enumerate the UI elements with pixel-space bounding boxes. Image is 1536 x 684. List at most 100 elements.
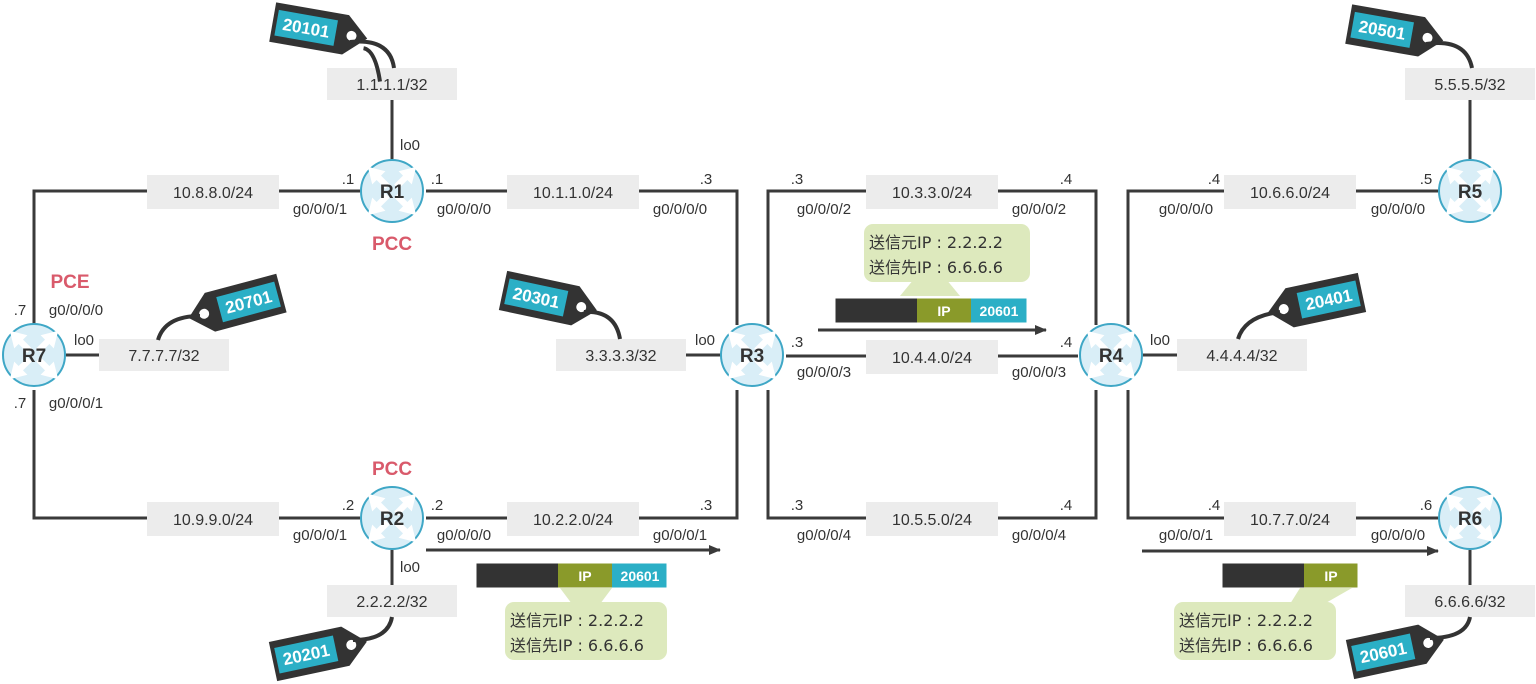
role-labels: PCC PCC PCE [50, 234, 412, 480]
packet-ip-label: IP [1324, 568, 1337, 584]
host-label: .3 [791, 334, 804, 351]
interface-label: g0/0/0/1 [49, 395, 103, 412]
interface-label: g0/0/0/1 [653, 527, 707, 544]
packet-ip-label: IP [937, 303, 950, 319]
host-label: .4 [1060, 171, 1073, 188]
host-label: .2 [342, 497, 355, 514]
link-r3-r4-c [766, 390, 1098, 520]
router-name-r5: R5 [1458, 182, 1483, 203]
note-src-3: 送信元IP : 2.2.2.2 [1179, 611, 1313, 630]
host-label: .3 [791, 497, 804, 514]
interface-label: g0/0/0/0 [1159, 201, 1213, 218]
network-label-10-7-7: 10.7.7.0/24 [1250, 512, 1330, 529]
router-name-r3: R3 [740, 346, 764, 367]
router-r2[interactable]: R2 [360, 486, 424, 550]
packet-sid-label: 20601 [621, 568, 660, 584]
interface-label: g0/0/0/0 [437, 201, 491, 218]
packet-sid-label: 20601 [980, 303, 1019, 319]
network-boxes: 10.8.8.0/24 10.9.9.0/24 10.1.1.0/24 10.2… [99, 68, 1535, 617]
loopback-label-r3: 3.3.3.3/32 [585, 348, 656, 365]
router-name-r6: R6 [1458, 509, 1482, 530]
loopback-label-r6: 6.6.6.6/32 [1434, 594, 1505, 611]
interface-label: g0/0/0/2 [1012, 201, 1066, 218]
lo0-label: lo0 [400, 137, 420, 154]
sid-tag-r7: 20701 [188, 273, 287, 332]
host-label: .2 [431, 497, 444, 514]
interface-label: g0/0/0/2 [797, 201, 851, 218]
router-r4[interactable]: R4 [1079, 323, 1143, 387]
role-label-r2: PCC [372, 459, 412, 480]
interface-label: g0/0/0/4 [797, 527, 851, 544]
routers: R1 R2 R3 R4 R5 R6 R7 [2, 159, 1502, 550]
network-label-10-5-5: 10.5.5.0/24 [892, 512, 972, 529]
lo0-label: lo0 [695, 332, 715, 349]
interface-label: g0/0/0/0 [653, 201, 707, 218]
host-label: .1 [342, 171, 355, 188]
interface-label: g0/0/0/0 [49, 302, 103, 319]
router-name-r2: R2 [380, 509, 404, 530]
interface-label: g0/0/0/1 [293, 527, 347, 544]
host-label: .4 [1060, 497, 1073, 514]
note-dst-1: 送信先IP : 6.6.6.6 [510, 636, 644, 655]
link-r2-r3 [426, 390, 739, 520]
router-r6[interactable]: R6 [1438, 486, 1502, 550]
sid-tag-r6: 20601 [1345, 624, 1444, 680]
role-label-r7: PCE [50, 272, 89, 293]
host-label: .1 [431, 171, 444, 188]
loopback-label-r7: 7.7.7.7/32 [128, 348, 199, 365]
interface-labels: .1 g0/0/0/1 .1 g0/0/0/0 lo0 .3 g0/0/0/0 … [14, 137, 1433, 576]
role-label-r1: PCC [372, 234, 412, 255]
router-name-r4: R4 [1099, 346, 1124, 367]
note-src-2: 送信元IP : 2.2.2.2 [869, 233, 1003, 252]
note-dst-3: 送信先IP : 6.6.6.6 [1179, 636, 1313, 655]
network-label-10-9-9: 10.9.9.0/24 [173, 512, 253, 529]
router-r1[interactable]: R1 [360, 159, 424, 223]
network-label-10-8-8: 10.8.8.0/24 [173, 185, 253, 202]
link-r4-r6 [1126, 390, 1438, 520]
interface-label: g0/0/0/3 [1012, 364, 1066, 381]
host-label: .4 [1208, 497, 1221, 514]
interface-label: g0/0/0/4 [1012, 527, 1066, 544]
loopback-label-r1: 1.1.1.1/32 [356, 77, 427, 94]
router-name-r1: R1 [380, 182, 405, 203]
packet-r2-r3: IP 20601 送信元IP : 2.2.2.2 送信先IP : 6.6.6.6 [475, 562, 668, 660]
interface-label: g0/0/0/3 [797, 364, 851, 381]
host-label: .7 [14, 395, 27, 412]
network-label-10-1-1: 10.1.1.0/24 [533, 185, 613, 202]
packet-ip-label: IP [578, 568, 591, 584]
loopback-label-r4: 4.4.4.4/32 [1206, 348, 1277, 365]
interface-label: g0/0/0/0 [1371, 201, 1425, 218]
packet-r4-r6: IP 送信元IP : 2.2.2.2 送信先IP : 6.6.6.6 [1174, 562, 1359, 660]
note-src-1: 送信元IP : 2.2.2.2 [510, 611, 644, 630]
host-label: .4 [1208, 171, 1221, 188]
loopback-label-r5: 5.5.5.5/32 [1434, 77, 1505, 94]
host-label: .3 [791, 171, 804, 188]
host-label: .3 [700, 497, 713, 514]
sid-tag-r5: 20501 [1345, 4, 1444, 57]
host-label: .3 [700, 171, 713, 188]
packet-r3-r4: 送信元IP : 2.2.2.2 送信先IP : 6.6.6.6 IP 20601 [834, 224, 1030, 324]
router-r3[interactable]: R3 [720, 323, 784, 387]
sid-tag-r4: 20401 [1268, 272, 1367, 328]
router-r7[interactable]: R7 [2, 323, 66, 387]
sid-tag-r2: 20201 [268, 626, 367, 682]
network-label-10-3-3: 10.3.3.0/24 [892, 185, 972, 202]
sid-tag-r1: 20101 [269, 2, 382, 82]
traffic-arrows [426, 325, 1439, 556]
network-label-10-4-4: 10.4.4.0/24 [892, 350, 972, 367]
host-label: .5 [1420, 171, 1433, 188]
note-dst-2: 送信先IP : 6.6.6.6 [869, 258, 1003, 277]
sid-tag-r3: 20301 [498, 270, 597, 326]
router-r5[interactable]: R5 [1438, 159, 1502, 223]
lo0-label: lo0 [74, 332, 94, 349]
network-label-10-2-2: 10.2.2.0/24 [533, 512, 613, 529]
lo0-label: lo0 [1150, 332, 1170, 349]
lo0-label: lo0 [400, 559, 420, 576]
host-label: .4 [1060, 334, 1073, 351]
interface-label: g0/0/0/0 [1371, 527, 1425, 544]
interface-label: g0/0/0/1 [1159, 527, 1213, 544]
interface-label: g0/0/0/1 [293, 201, 347, 218]
loopback-label-r2: 2.2.2.2/32 [356, 594, 427, 611]
host-label: .7 [14, 302, 27, 319]
